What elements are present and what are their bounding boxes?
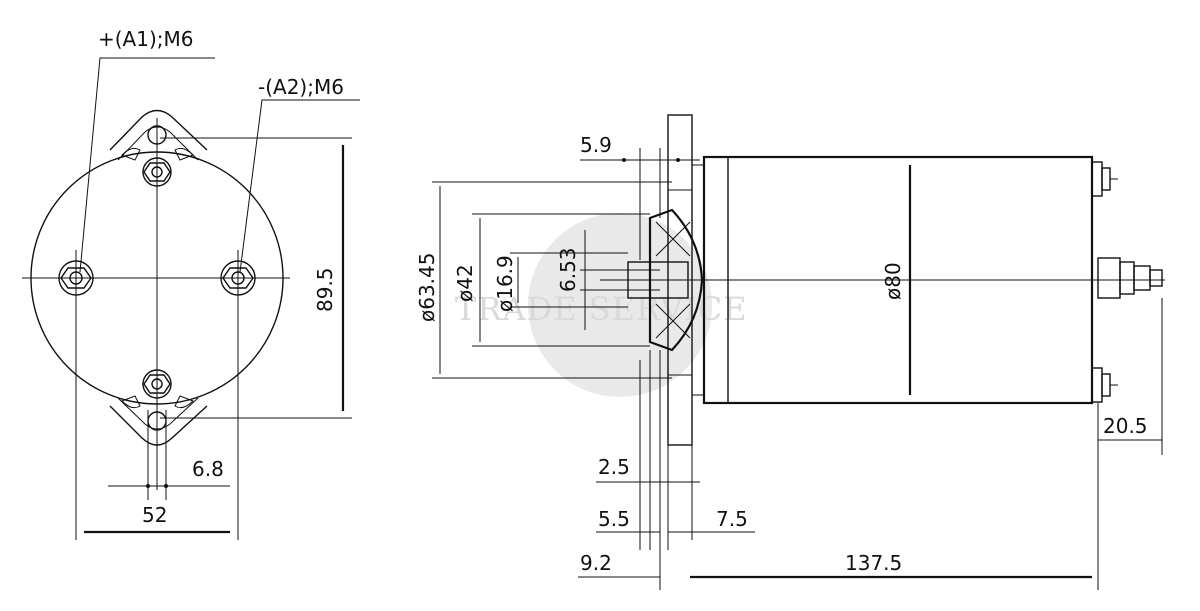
label-dim-body-diam: ø80 [881, 262, 905, 300]
flange-slot-tr [174, 147, 194, 161]
terminal-a2-bolt [220, 260, 256, 296]
label-dim-width: 52 [142, 503, 167, 527]
label-dim-2-5: 2.5 [598, 455, 630, 479]
watermark-circle [528, 213, 712, 397]
leader-a2 [239, 99, 360, 273]
dim-hole-arrow-right [164, 484, 168, 488]
flange-slot-bl [121, 395, 141, 409]
bolt-bottom [142, 369, 172, 399]
label-dim-hole: 6.8 [192, 457, 224, 481]
label-dim-d16: ø16.9 [493, 255, 517, 312]
rear-stud-top [1091, 161, 1118, 197]
flange-slot-br [174, 395, 194, 409]
dim-hole-arrow-left [146, 484, 150, 488]
label-dim-5-5: 5.5 [598, 507, 630, 531]
label-dim-5-9: 5.9 [580, 133, 612, 157]
boss-hatch-4 [655, 303, 691, 339]
boss-hatch-2 [655, 221, 691, 257]
dim-5-9-arrow-right [676, 158, 680, 162]
side-view: ø63.45 ø42 ø16.9 6.53 ø80 5.9 2.5 5.5 7.… [415, 114, 1165, 590]
dim-5-9-arrow-left [622, 158, 626, 162]
front-view: +(A1);M6 -(A2);M6 89.5 52 6.8 [22, 27, 360, 540]
bolt-top [142, 157, 172, 187]
flange-slot-tl [121, 147, 141, 161]
label-dim-d42: ø42 [453, 264, 477, 302]
label-dim-d63: ø63.45 [415, 253, 439, 323]
terminal-a1-bolt [58, 260, 94, 296]
label-dim-height: 89.5 [313, 267, 337, 312]
watermark-text: TRADE SERVICE [455, 290, 748, 328]
label-dim-length: 137.5 [845, 551, 902, 575]
flange-hole-top [147, 125, 167, 145]
label-terminal-a1: +(A1);M6 [98, 27, 194, 51]
rear-stud-bottom [1091, 367, 1118, 403]
label-dim-7-5: 7.5 [716, 507, 748, 531]
label-dim-key: 6.53 [556, 247, 580, 292]
terminal-stud [1097, 257, 1163, 299]
leader-a1 [79, 57, 215, 273]
label-dim-9-2: 9.2 [580, 551, 612, 575]
label-terminal-a2: -(A2);M6 [258, 75, 344, 99]
label-dim-terminal: 20.5 [1103, 414, 1148, 438]
